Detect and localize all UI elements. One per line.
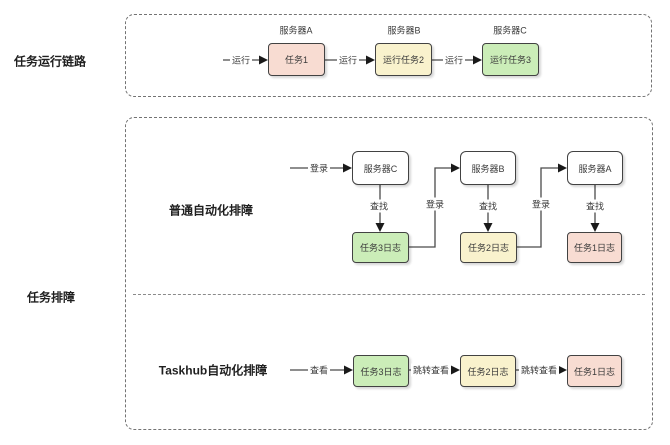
edge-label-run-2: 运行 (336, 53, 360, 67)
troubleshoot-section-separator (133, 294, 645, 295)
edge-label-view: 查看 (307, 363, 331, 377)
node-server-a: 服务器A (567, 151, 623, 185)
edge-label-find-b: 查找 (476, 199, 500, 213)
run-chain-container (125, 14, 652, 97)
node-task3-log-taskhub: 任务3日志 (353, 355, 409, 387)
server-b-label: 服务器B (387, 25, 421, 36)
side-label-troubleshoot: 任务排障 (26, 290, 76, 305)
edge-label-jump-view-1: 跳转查看 (410, 363, 452, 377)
node-run-task2: 运行任务2 (375, 43, 432, 76)
edge-label-login-a: 登录 (529, 197, 553, 211)
node-task2-log-normal: 任务2日志 (460, 232, 517, 263)
node-task3-log-normal: 任务3日志 (352, 232, 409, 263)
edge-label-login-c: 登录 (307, 161, 331, 175)
edge-label-login-b: 登录 (423, 197, 447, 211)
node-server-c: 服务器C (352, 151, 409, 185)
node-task1-log-normal: 任务1日志 (567, 232, 622, 263)
edge-label-run-3: 运行 (442, 53, 466, 67)
troubleshoot-container (125, 117, 653, 430)
node-task2-log-taskhub: 任务2日志 (460, 355, 516, 387)
server-a-label: 服务器A (279, 25, 313, 36)
edge-label-find-a: 查找 (583, 199, 607, 213)
title-normal-troubleshoot: 普通自动化排障 (168, 203, 254, 218)
server-c-label: 服务器C (493, 25, 527, 36)
edge-label-run-1: 运行 (229, 53, 253, 67)
side-label-run-chain: 任务运行链路 (13, 54, 87, 69)
title-taskhub-troubleshoot: Taskhub自动化排障 (158, 363, 268, 378)
node-task1-log-taskhub: 任务1日志 (567, 355, 622, 387)
edge-label-jump-view-2: 跳转查看 (518, 363, 560, 377)
node-server-b: 服务器B (460, 151, 516, 185)
node-task1: 任务1 (268, 43, 325, 76)
edge-label-find-c: 查找 (367, 199, 391, 213)
node-run-task3: 运行任务3 (482, 43, 539, 76)
